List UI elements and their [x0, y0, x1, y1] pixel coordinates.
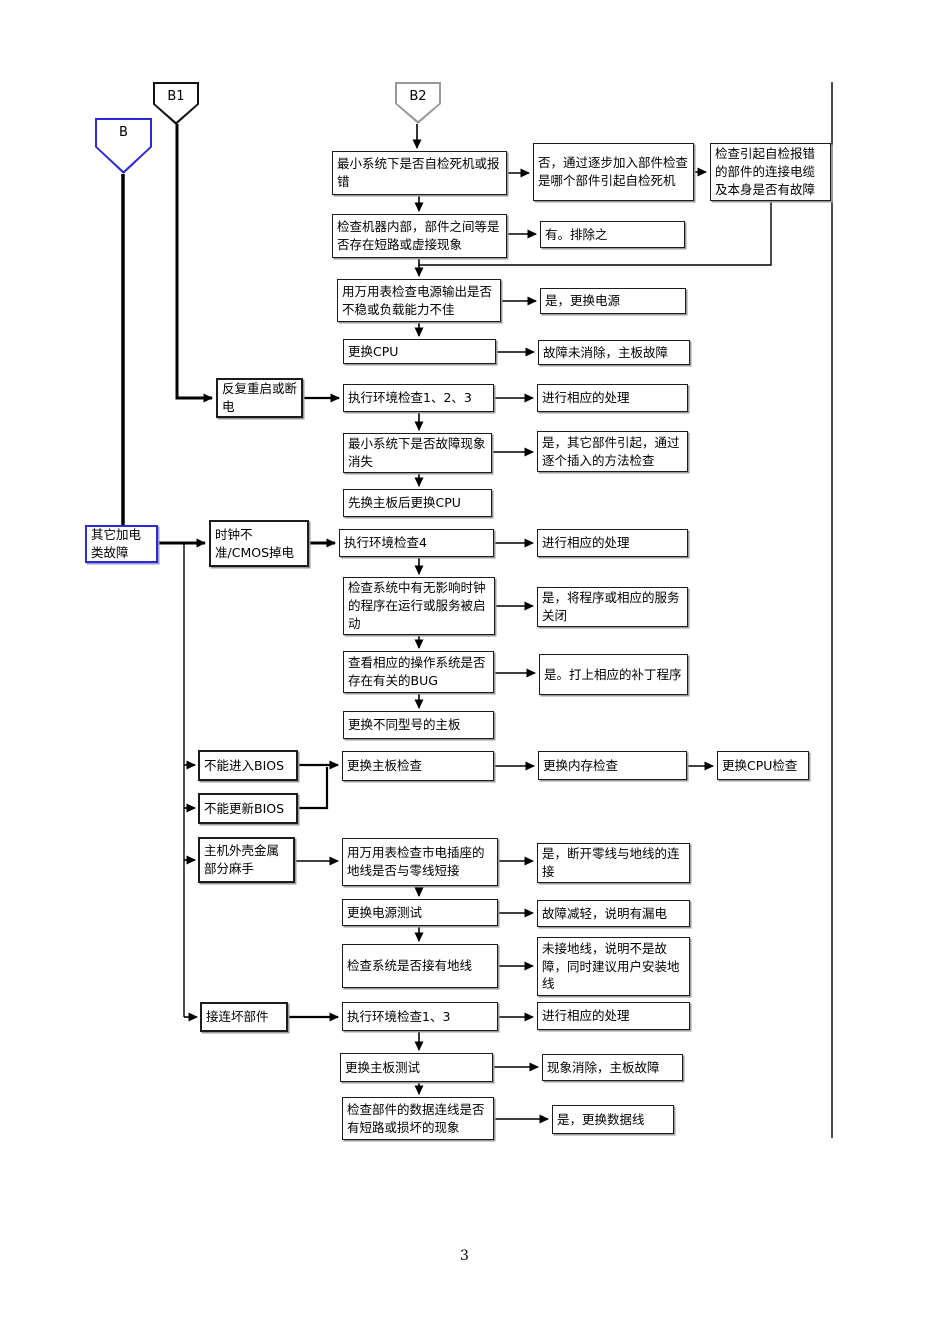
node-replace-board-test: 更换主板测试 — [340, 1053, 493, 1082]
node-yes-eliminate: 有。排除之 — [540, 221, 685, 248]
node-no-add-parts-stepwise: 否，通过逐步加入部件检查是哪个部件引起自检死机 — [533, 143, 694, 201]
merge-line — [299, 767, 329, 810]
offpage-connector-b: B — [95, 118, 152, 174]
node-cannot-enter-bios: 不能进入BIOS — [198, 750, 298, 781]
node-yes-replace-psu: 是，更换电源 — [540, 288, 686, 314]
node-cannot-update-bios: 不能更新BIOS — [198, 793, 298, 824]
node-case-metal-numb: 主机外壳金属部分麻手 — [198, 837, 295, 883]
node-handle-accordingly-2: 进行相应的处理 — [537, 529, 688, 557]
node-replace-cpu-check: 更换CPU检查 — [717, 751, 809, 780]
node-multimeter-psu-output: 用万用表检查电源输出是否不稳或负载能力不佳 — [337, 279, 501, 322]
node-env-check-123: 执行环境检查1、2、3 — [343, 384, 494, 412]
node-check-clock-programs: 检查系统中有无影响时钟的程序在运行或服务被启动 — [343, 577, 495, 635]
offpage-connector-b1-label: B1 — [167, 89, 185, 104]
node-no-ground-advise-install: 未接地线，说明不是故障，同时建议用户安装地线 — [537, 937, 690, 996]
node-board-first-then-cpu: 先换主板后更换CPU — [343, 489, 492, 517]
node-multimeter-socket-ground: 用万用表检查市电插座的地线是否与零线短接 — [342, 838, 498, 886]
node-min-system-fault-gone: 最小系统下是否故障现象消失 — [343, 433, 492, 473]
node-yes-other-parts-insert: 是，其它部件引起，通过逐个插入的方法检查 — [537, 431, 688, 472]
node-connected-bad-part: 接连坏部件 — [200, 1002, 288, 1032]
node-replace-memory-check: 更换内存检查 — [538, 751, 687, 780]
node-yes-apply-patch: 是。打上相应的补丁程序 — [539, 654, 688, 695]
node-min-system-selfcheck: 最小系统下是否自检死机或报错 — [332, 151, 507, 195]
node-yes-replace-data-cable: 是，更换数据线 — [552, 1105, 674, 1134]
node-check-os-bug: 查看相应的操作系统是否存在有关的BUG — [343, 651, 494, 693]
node-other-power-on-faults: 其它加电类故障 — [85, 525, 158, 563]
node-check-data-cables: 检查部件的数据连线是否有短路或损坏的现象 — [342, 1097, 494, 1140]
offpage-connector-b1: B1 — [153, 82, 199, 125]
offpage-connector-b2-label: B2 — [409, 89, 427, 104]
offpage-connector-b2: B2 — [395, 82, 441, 124]
node-symptom-gone-board-fault: 现象消除，主板故障 — [542, 1054, 683, 1081]
node-fault-reduced-leakage: 故障减轻，说明有漏电 — [537, 900, 690, 927]
node-yes-disconnect-neutral: 是，断开零线与地线的连接 — [537, 843, 690, 883]
node-fault-remains-mainboard: 故障未消除，主板故障 — [538, 340, 690, 365]
node-handle-accordingly-1: 进行相应的处理 — [537, 384, 688, 412]
node-check-inside-shorts: 检查机器内部，部件之间等是否存在短路或虚接现象 — [332, 214, 507, 258]
page-number: 3 — [460, 1248, 469, 1264]
b1-stem — [175, 124, 213, 403]
node-replace-psu-test: 更换电源测试 — [342, 899, 498, 926]
node-check-error-part-cable: 检查引起自检报错的部件的连接电缆及本身是否有故障 — [710, 143, 831, 201]
node-check-system-grounded: 检查系统是否接有地线 — [342, 944, 498, 988]
node-yes-close-service: 是，将程序或相应的服务关闭 — [537, 587, 688, 627]
node-env-check-4: 执行环境检查4 — [339, 529, 494, 557]
offpage-connector-b-label: B — [119, 125, 128, 140]
node-env-check-13: 执行环境检查1、3 — [342, 1002, 498, 1031]
node-replace-different-board: 更换不同型号的主板 — [343, 711, 494, 739]
node-replace-cpu: 更换CPU — [343, 339, 496, 364]
node-replace-board-check: 更换主板检查 — [342, 751, 494, 781]
node-repeated-restart: 反复重启或断电 — [216, 378, 303, 418]
node-handle-accordingly-3: 进行相应的处理 — [537, 1002, 690, 1030]
node-clock-cmos-loss: 时钟不准/CMOS掉电 — [209, 520, 309, 567]
